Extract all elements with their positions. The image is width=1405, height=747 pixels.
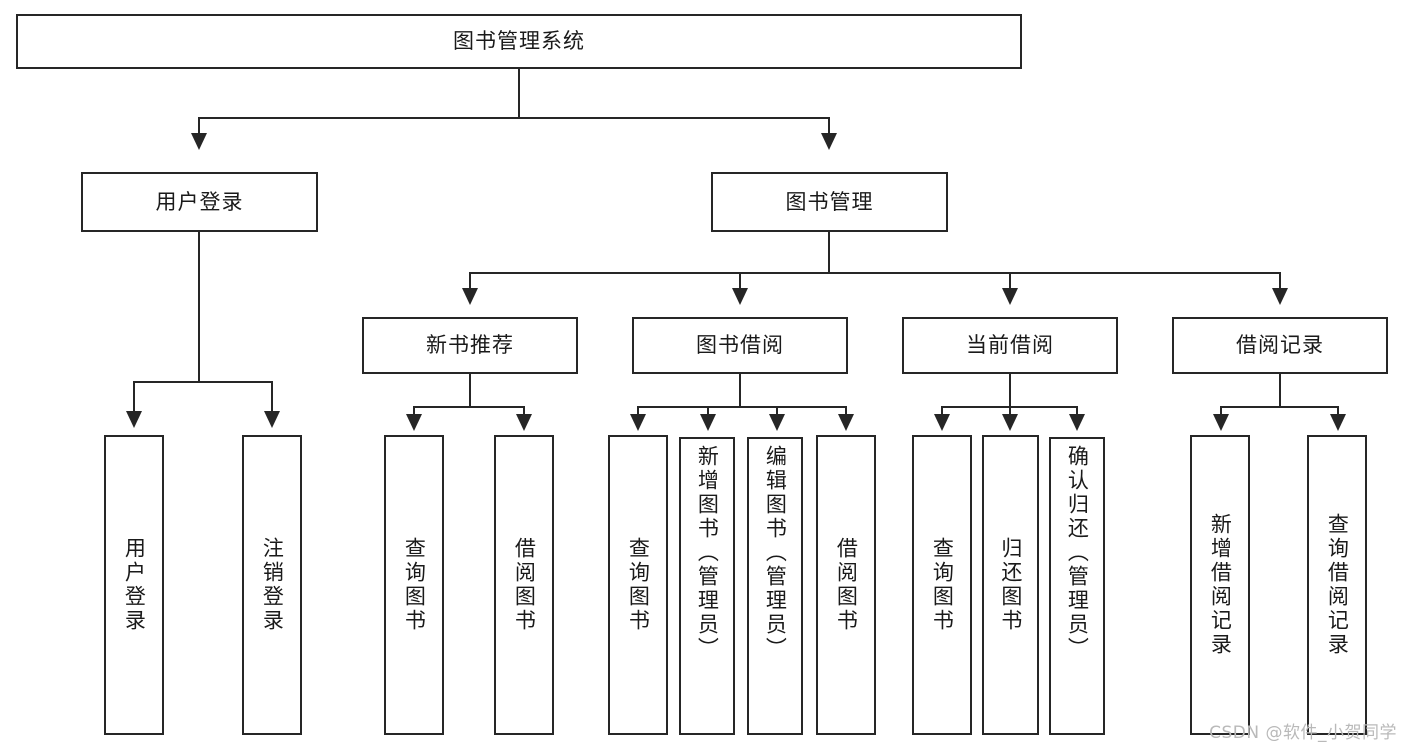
node-label: 查询图书 <box>402 537 427 633</box>
node-label: 借阅图书 <box>512 537 537 633</box>
node-label: 借阅记录 <box>1236 333 1324 358</box>
arrow-user-login-to-leaf-2 <box>264 411 280 428</box>
arrow-to-book-manage <box>821 133 837 150</box>
edge-user-login-to-leaf-2 <box>271 381 273 413</box>
node-label: 新增借阅记录 <box>1208 513 1233 657</box>
arrow-to-book-borrow <box>732 288 748 305</box>
edge-current-borrow-to-leaf-2 <box>1009 406 1011 418</box>
node-label: 新增图书（管理员） <box>695 445 720 661</box>
edge-book-borrow-to-leaf-2 <box>707 406 709 418</box>
leaf-edit-book-admin[interactable]: 编辑图书（管理员） <box>747 437 803 735</box>
node-label: 归还图书 <box>998 537 1023 633</box>
node-label: 编辑图书（管理员） <box>763 445 788 661</box>
leaf-logout-login[interactable]: 注销登录 <box>242 435 302 735</box>
arrow-to-new-book-recommend <box>462 288 478 305</box>
arrow-current-borrow-to-leaf-1 <box>934 414 950 431</box>
leaf-add-borrow-record[interactable]: 新增借阅记录 <box>1190 435 1250 735</box>
edge-user-login-stem <box>198 232 200 382</box>
edge-new-book-to-leaf-2 <box>523 406 525 418</box>
arrow-book-borrow-to-leaf-3 <box>769 414 785 431</box>
arrow-user-login-to-leaf-1 <box>126 411 142 428</box>
leaf-user-login[interactable]: 用户登录 <box>104 435 164 735</box>
arrow-book-borrow-to-leaf-4 <box>838 414 854 431</box>
node-borrow-record[interactable]: 借阅记录 <box>1172 317 1388 374</box>
leaf-return-book[interactable]: 归还图书 <box>982 435 1039 735</box>
node-book-borrow[interactable]: 图书借阅 <box>632 317 848 374</box>
edge-user-login-distributor <box>133 381 273 383</box>
edge-borrow-record-to-leaf-2 <box>1337 406 1339 418</box>
arrow-to-current-borrow <box>1002 288 1018 305</box>
edge-new-book-stem <box>469 374 471 407</box>
leaf-borrow-book-recommend[interactable]: 借阅图书 <box>494 435 554 735</box>
node-label: 查询图书 <box>930 537 955 633</box>
node-label: 用户登录 <box>122 537 147 633</box>
node-root-book-management-system[interactable]: 图书管理系统 <box>16 14 1022 69</box>
edge-borrow-record-stem <box>1279 374 1281 407</box>
node-label: 新书推荐 <box>426 333 514 358</box>
arrow-borrow-record-to-leaf-2 <box>1330 414 1346 431</box>
arrow-book-borrow-to-leaf-2 <box>700 414 716 431</box>
node-new-book-recommend[interactable]: 新书推荐 <box>362 317 578 374</box>
edge-to-book-manage <box>828 117 830 135</box>
leaf-query-book-recommend[interactable]: 查询图书 <box>384 435 444 735</box>
edge-user-login-to-leaf-1 <box>133 381 135 413</box>
node-label: 当前借阅 <box>966 333 1054 358</box>
arrow-new-book-to-leaf-2 <box>516 414 532 431</box>
edge-to-new-book-recommend <box>469 272 471 290</box>
edge-book-borrow-stem <box>739 374 741 407</box>
arrow-to-borrow-record <box>1272 288 1288 305</box>
leaf-add-book-admin[interactable]: 新增图书（管理员） <box>679 437 735 735</box>
edge-borrow-record-to-leaf-1 <box>1220 406 1222 418</box>
arrow-new-book-to-leaf-1 <box>406 414 422 431</box>
edge-level3-distributor <box>469 272 1281 274</box>
node-current-borrow[interactable]: 当前借阅 <box>902 317 1118 374</box>
node-book-management[interactable]: 图书管理 <box>711 172 948 232</box>
node-label: 用户登录 <box>155 189 244 214</box>
arrow-current-borrow-to-leaf-2 <box>1002 414 1018 431</box>
node-label: 注销登录 <box>260 537 285 633</box>
arrow-to-user-login <box>191 133 207 150</box>
edge-current-borrow-to-leaf-3 <box>1076 406 1078 418</box>
edge-current-borrow-stem <box>1009 374 1011 407</box>
leaf-query-borrow-record[interactable]: 查询借阅记录 <box>1307 435 1367 735</box>
node-label: 借阅图书 <box>834 537 859 633</box>
edge-to-borrow-record <box>1279 272 1281 290</box>
leaf-query-book-current[interactable]: 查询图书 <box>912 435 972 735</box>
edge-to-user-login <box>198 117 200 135</box>
node-label: 查询借阅记录 <box>1325 513 1350 657</box>
edge-borrow-record-distributor <box>1220 406 1339 408</box>
leaf-confirm-return-admin[interactable]: 确认归还（管理员） <box>1049 437 1105 735</box>
node-label: 确认归还（管理员） <box>1065 445 1090 661</box>
edge-new-book-distributor <box>413 406 525 408</box>
edge-new-book-to-leaf-1 <box>413 406 415 418</box>
edge-book-borrow-to-leaf-3 <box>776 406 778 418</box>
edge-to-book-borrow <box>739 272 741 290</box>
node-user-login[interactable]: 用户登录 <box>81 172 318 232</box>
edge-to-current-borrow <box>1009 272 1011 290</box>
edge-current-borrow-to-leaf-1 <box>941 406 943 418</box>
leaf-borrow-book-borrow[interactable]: 借阅图书 <box>816 435 876 735</box>
node-label: 图书管理系统 <box>453 29 585 54</box>
edge-book-manage-stem <box>828 232 830 273</box>
node-label: 查询图书 <box>626 537 651 633</box>
arrow-current-borrow-to-leaf-3 <box>1069 414 1085 431</box>
node-label: 图书借阅 <box>696 333 784 358</box>
edge-root-stem <box>518 69 520 118</box>
arrow-borrow-record-to-leaf-1 <box>1213 414 1229 431</box>
arrow-book-borrow-to-leaf-1 <box>630 414 646 431</box>
edge-level2-distributor <box>198 117 830 119</box>
node-label: 图书管理 <box>785 189 874 214</box>
edge-book-borrow-to-leaf-4 <box>845 406 847 418</box>
edge-book-borrow-distributor <box>637 406 847 408</box>
edge-book-borrow-to-leaf-1 <box>637 406 639 418</box>
leaf-query-book-borrow[interactable]: 查询图书 <box>608 435 668 735</box>
